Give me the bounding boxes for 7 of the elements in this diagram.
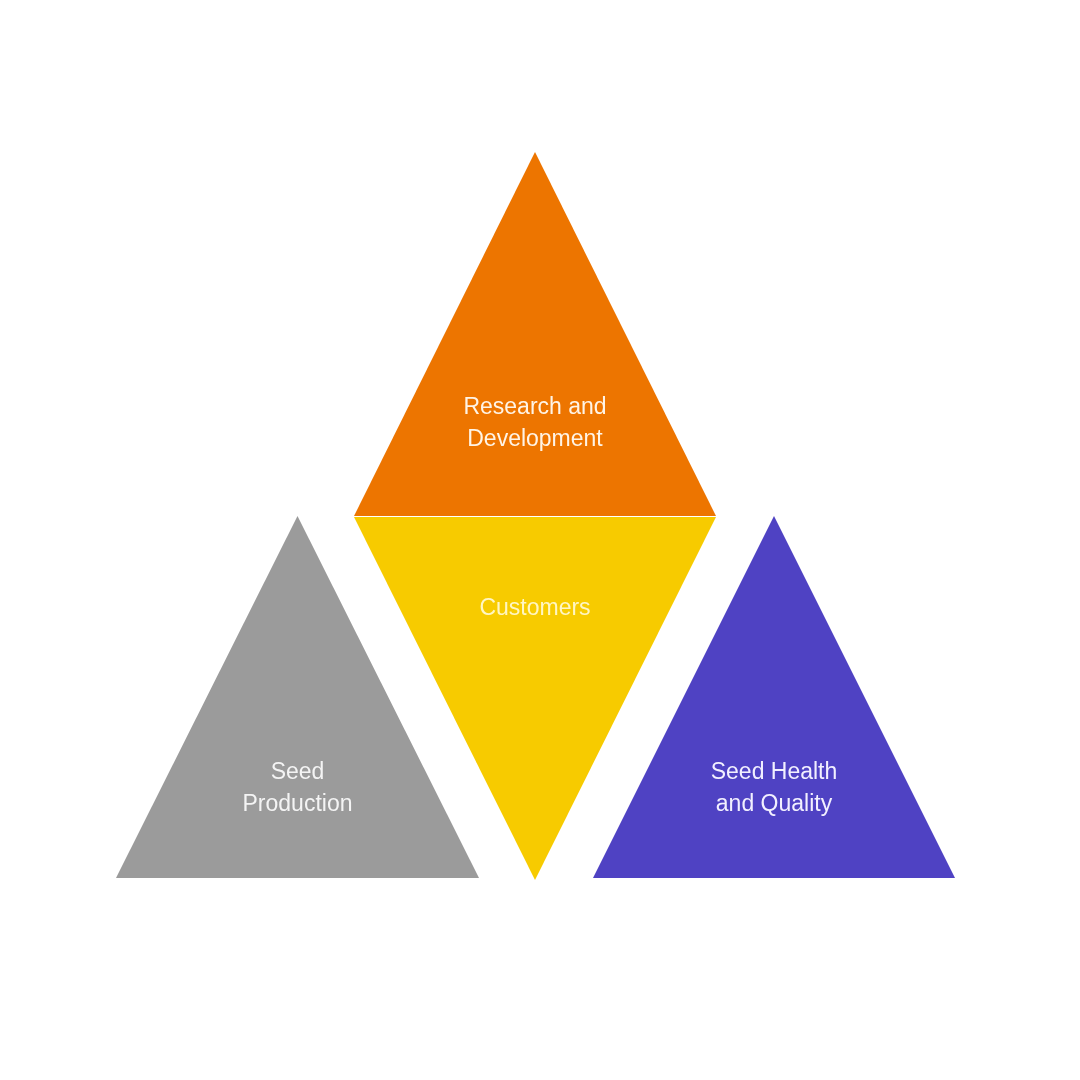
triangle-label: Research and Development (462, 392, 608, 453)
triangle-label: Seed Production (241, 757, 354, 818)
triangle-shape (116, 516, 479, 878)
triangle-label: Customers (478, 593, 592, 622)
triangle-shape (354, 152, 716, 516)
triangle-label: Seed Health and Quality (709, 757, 839, 818)
triangle-shape (593, 516, 955, 878)
